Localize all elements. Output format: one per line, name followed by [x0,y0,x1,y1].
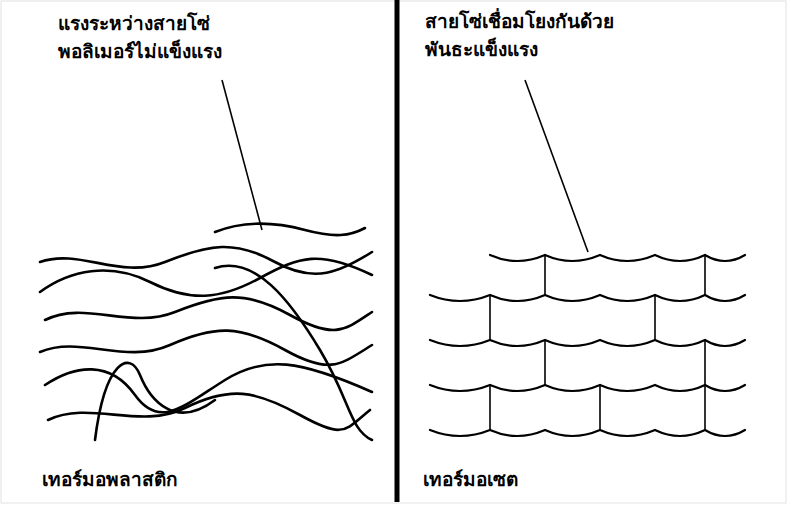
cross-link [544,255,546,295]
polymer-chain [215,224,365,236]
polymer-chain [45,297,372,330]
cross-link [489,295,491,340]
cross-link [704,385,706,430]
leader-line [525,80,588,252]
panel-title: เทอร์มอพลาสติก [42,466,180,494]
cross-link [654,295,656,340]
polymer-chain [95,363,215,440]
thermoset-network [430,255,745,436]
polymer-chain [40,331,372,365]
leader-line [222,80,262,230]
polymer-chain [215,266,372,440]
cross-link [544,340,546,385]
polymer-chain [490,255,745,261]
annotation-label: สายโซ่เชื่อมโยงกันด้วย พันธะแข็งแรง [425,8,618,63]
polymer-chain [430,385,745,391]
panel-title: เทอร์มอเซต [423,466,520,494]
polymer-chain [40,259,372,296]
polymer-chain [430,295,745,301]
cross-link [704,340,706,385]
annotation-label: แรงระหว่างสายโซ่ พอลิเมอร์ไม่แข็งแรง [58,10,226,65]
polymer-chain [430,430,745,436]
thermoplastic-chains [40,224,372,441]
cross-link [599,385,601,430]
panel-divider [395,0,400,502]
polymer-chain [430,340,745,346]
cross-link [704,255,706,295]
cross-link [489,385,491,430]
